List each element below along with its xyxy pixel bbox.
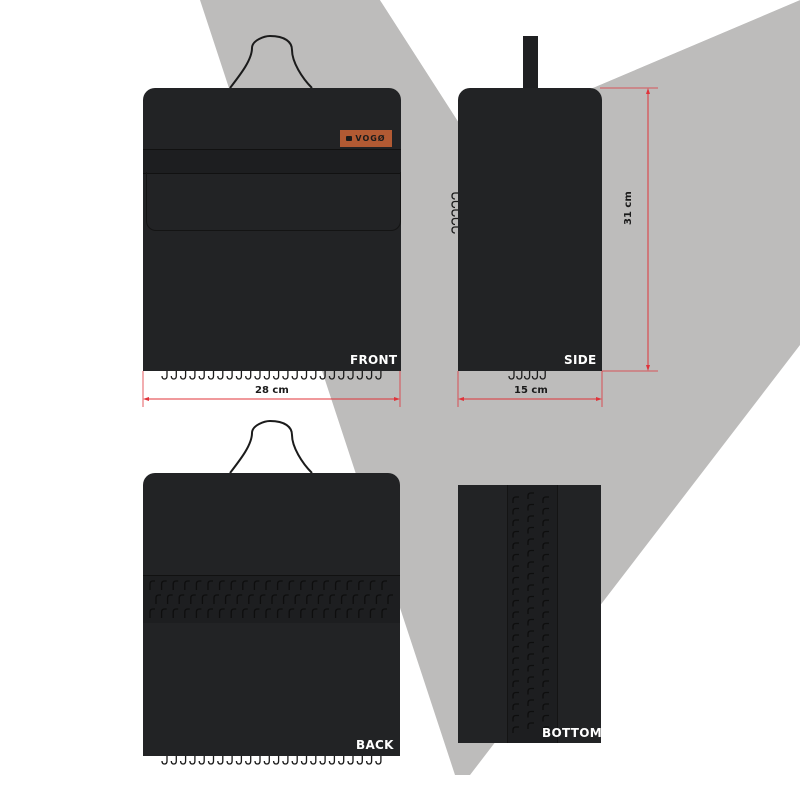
back-hook-band	[143, 575, 400, 623]
brand-name: VOGØ	[355, 134, 386, 143]
bottom-view-label: BOTTOM	[542, 726, 602, 740]
side-width-dimension: 15 cm	[514, 385, 548, 396]
front-width-dimension: 28 cm	[255, 385, 289, 396]
brand-logo-icon	[346, 136, 353, 141]
bottom-hook-band	[507, 485, 558, 743]
back-view-label: BACK	[356, 738, 394, 752]
side-height-dimension: 31 cm	[623, 191, 634, 225]
front-view-label: FRONT	[350, 353, 398, 367]
front-strap-band	[143, 149, 401, 174]
front-pocket	[146, 172, 401, 231]
side-loop-tab	[523, 36, 538, 91]
side-view-label: SIDE	[564, 353, 597, 367]
brand-patch: VOGØ	[340, 130, 392, 147]
side-bag-body	[458, 88, 602, 371]
